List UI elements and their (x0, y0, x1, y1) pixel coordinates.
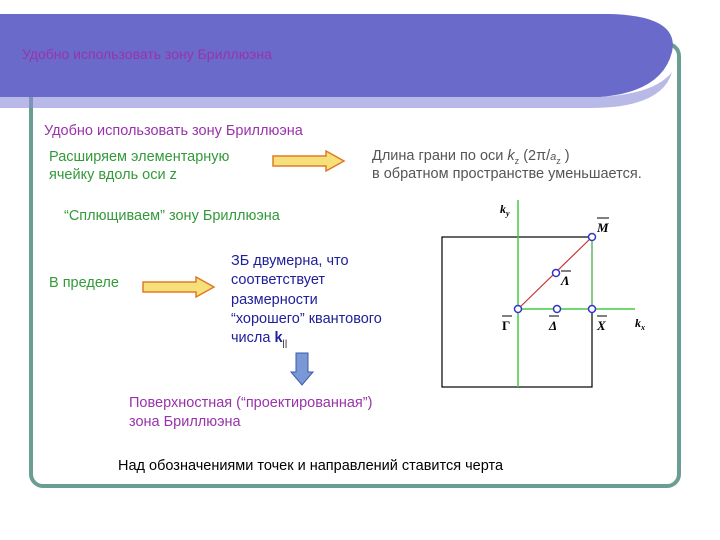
gamma-label: Γ (502, 318, 510, 333)
right-arrow-icon (142, 276, 216, 298)
expand-line-2: ячейку вдоль оси z (49, 167, 177, 183)
lambda-label: Λ (560, 273, 570, 288)
limit-text: В пределе (49, 275, 119, 291)
flatten-text: “Сплющиваем” зону Бриллюэна (64, 208, 280, 224)
bz2d-line-5: числа k|| (231, 330, 288, 348)
gamma-point (513, 304, 523, 314)
down-arrow-icon (290, 352, 314, 386)
brillouin-zone-diagram: ky kx M Λ Γ Δ X (441, 200, 645, 388)
ky-label: ky (500, 202, 510, 218)
header-banner (0, 14, 673, 108)
m-point (587, 232, 597, 242)
edge-length-line-2: в обратном пространстве уменьшается. (372, 166, 642, 182)
bz2d-line-4: “хорошего” квантового (231, 311, 382, 327)
surface-bz-line-1: Поверхностная (“проектированная”) (129, 395, 373, 411)
header-title: Удобно использовать зону Бриллюэна (22, 46, 272, 62)
right-arrow-icon (272, 150, 346, 172)
x-label: X (596, 318, 606, 333)
footer-note: Над обозначениями точек и направлений ст… (118, 458, 504, 474)
section-title: Удобно использовать зону Бриллюэна (44, 123, 303, 139)
edge-length-line-1: Длина грани по оси kz (2π/az ) (372, 148, 570, 166)
x-point (587, 304, 597, 314)
bz2d-line-1: ЗБ двумерна, что (231, 253, 349, 269)
expand-line-1: Расширяем элементарную (49, 149, 230, 165)
delta-point (552, 304, 562, 314)
bz2d-line-3: размерности (231, 292, 318, 308)
m-label: M (596, 220, 609, 235)
kx-label: kx (635, 316, 645, 332)
delta-label: Δ (548, 318, 557, 333)
lambda-point (551, 268, 561, 278)
slide-frame (29, 42, 681, 488)
surface-bz-line-2: зона Бриллюэна (129, 414, 241, 430)
bz2d-line-2: соответствует (231, 272, 326, 288)
